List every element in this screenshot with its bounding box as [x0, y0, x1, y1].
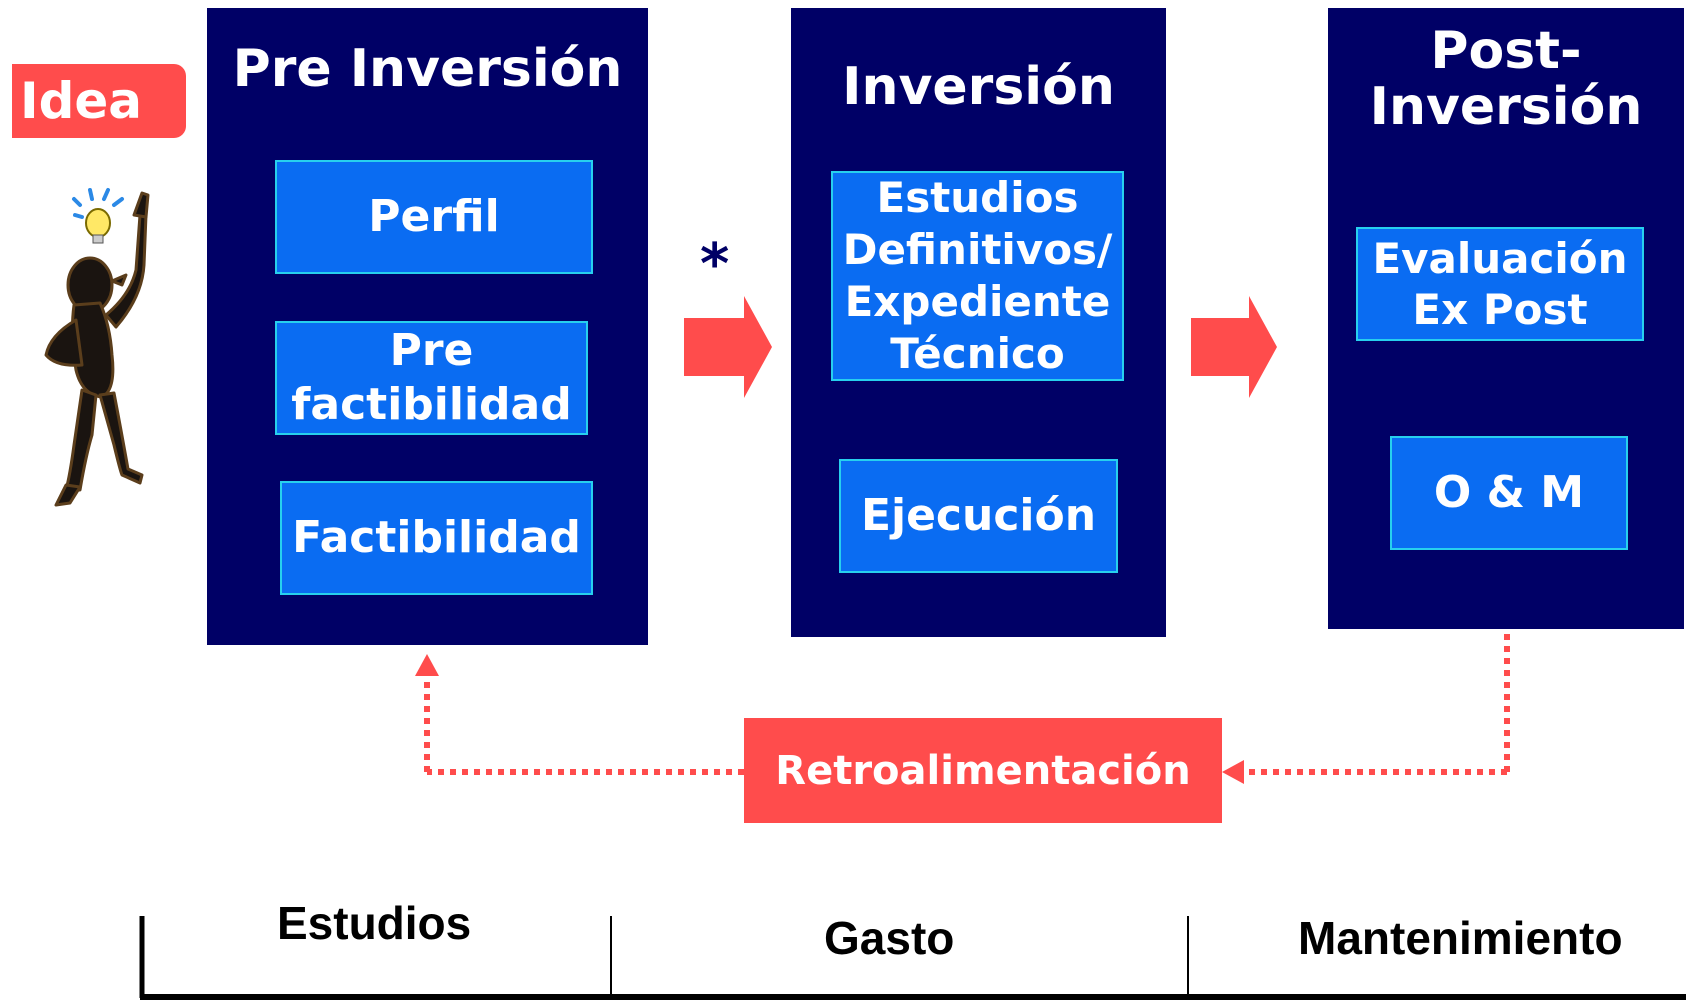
step-operacion-mantenimiento: O & M — [1390, 436, 1628, 550]
arrow-right-icon — [684, 296, 772, 398]
timeline-label-estudios: Estudios — [277, 897, 472, 949]
phase-inversion: Inversión Estudios Definitivos/ Expedien… — [791, 8, 1166, 637]
phase-title: Inversión — [842, 57, 1115, 117]
person-with-lightbulb-icon — [44, 188, 150, 507]
step-ejecucion: Ejecución — [839, 459, 1118, 573]
phase-title: Post- Inversión — [1369, 21, 1643, 137]
phase-post-inversion: Post- Inversión Evaluación Ex Post O & M — [1328, 8, 1684, 629]
arrow-right-icon — [1191, 296, 1277, 398]
phase-title: Pre Inversión — [232, 39, 623, 99]
timeline-label-gasto: Gasto — [824, 912, 955, 964]
timeline-label-mantenimiento: Mantenimiento — [1298, 912, 1623, 964]
step-perfil: Perfil — [275, 160, 593, 274]
asterisk-note: * — [700, 232, 730, 297]
step-prefactibilidad: Pre factibilidad — [275, 321, 588, 435]
step-factibilidad: Factibilidad — [280, 481, 593, 595]
step-estudios-definitivos: Estudios Definitivos/ Expediente Técnico — [831, 171, 1124, 381]
idea-label: Idea — [12, 64, 186, 138]
feedback-box: Retroalimentación — [744, 718, 1222, 823]
step-evaluacion-ex-post: Evaluación Ex Post — [1356, 227, 1644, 341]
phase-pre-inversion: Pre Inversión Perfil Pre factibilidad Fa… — [207, 8, 648, 645]
